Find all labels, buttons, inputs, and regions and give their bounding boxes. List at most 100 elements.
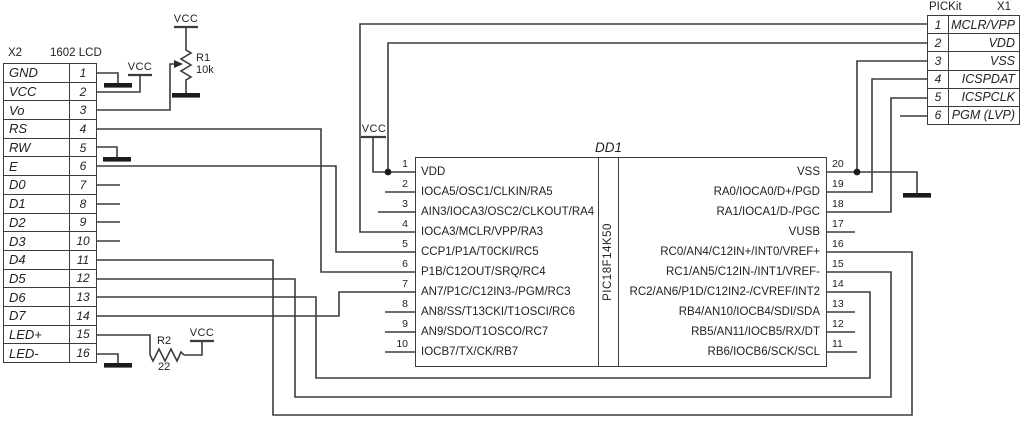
mcu-pin-number: 10	[396, 338, 408, 350]
lcd-pin-label: D2	[4, 213, 70, 232]
lcd-pin-label: GND	[4, 64, 70, 82]
mcu-pin-number: 6	[402, 258, 408, 270]
pickit-pin-number: 4	[928, 70, 949, 88]
lcd-pin-label: LED-	[4, 344, 70, 362]
lcd-pin-number: 6	[79, 159, 87, 174]
mcu	[415, 157, 827, 367]
wire-e-rc5	[97, 165, 415, 253]
mcu-pin-number: 14	[832, 278, 844, 290]
mcu-inner-line-right	[618, 157, 619, 367]
lcd-pin-number: 3	[79, 103, 87, 118]
wire-lcd-rw	[97, 146, 118, 157]
mcu-pin-label: AIN3/IOCA3/OSC2/CLKOUT/RA4	[421, 206, 595, 218]
ground-symbol-lcd-gnd	[104, 83, 132, 88]
wire-lcd-vcc	[97, 75, 141, 93]
mcu-pin-label: RC2/AN6/P1D/C12IN2-/CVREF/INT2	[629, 286, 820, 298]
wires	[97, 23, 927, 416]
pickit-title: PICKit	[929, 1, 962, 13]
mcu-pin-label: IOCB7/TX/CK/RB7	[421, 346, 519, 358]
pickit-pin-row: 4 ICSPDAT	[928, 70, 1019, 89]
r1-ref-label: R1	[196, 52, 211, 64]
mcu-pin-number: 15	[832, 258, 844, 270]
pickit-pin-label: ICSPDAT	[961, 72, 1015, 87]
vcc-label-r1: VCC	[173, 13, 199, 25]
mcu-pin-number: 16	[832, 238, 844, 250]
vcc-label-lcd: VCC	[127, 61, 153, 73]
lcd-pin-number: 1	[79, 65, 87, 80]
lcd-designator: X2	[8, 47, 23, 59]
lcd-pin-label: Vo	[4, 101, 70, 120]
lcd-pin-label: D6	[4, 288, 70, 306]
lcd-pin-label: D5	[4, 269, 70, 288]
mcu-pin-number: 1	[402, 158, 408, 170]
junction-dots	[384, 168, 861, 176]
wire-ledminus	[97, 353, 119, 363]
wire-vdd	[387, 42, 927, 173]
pickit-designator: X1	[997, 1, 1012, 13]
pickit-pin-label: ICSPCLK	[961, 90, 1016, 105]
mcu-designator: DD1	[595, 140, 623, 155]
wire-d6-rc2	[97, 291, 871, 379]
wire-ledplus	[97, 334, 151, 355]
ground-symbol-ledminus	[104, 363, 132, 368]
lcd-pin-label: LED+	[4, 325, 70, 344]
ground-symbol-vss	[903, 193, 931, 198]
mcu-pin-number: 5	[402, 238, 408, 250]
mcu-pin-label: P1B/C12OUT/SRQ/RC4	[421, 266, 546, 278]
mcu-pin-label: VUSB	[788, 226, 820, 238]
pickit-pin-number: 3	[928, 52, 949, 70]
wire-d4-rc0	[97, 251, 913, 416]
lcd-pin-number: 15	[76, 327, 90, 342]
ground-symbol-r1	[172, 93, 200, 98]
wire-lcd-gnd	[97, 72, 119, 83]
lcd-pin-number: 2	[79, 84, 87, 99]
lcd-pin-row: LED- 16	[4, 344, 96, 362]
mcu-pin-number: 3	[402, 198, 408, 210]
mcu-pin-label: RC0/AN4/C12IN+/INT0/VREF+	[660, 246, 820, 258]
mcu-pin-number: 12	[832, 318, 844, 330]
lcd-pin-number: 13	[76, 290, 90, 305]
mcu-pin-number: 7	[402, 278, 408, 290]
lcd-pin-number: 4	[79, 121, 87, 136]
lcd-pin-number: 7	[79, 177, 87, 192]
lcd-pin-row: D2 9	[4, 213, 96, 233]
lcd-pin-number: 16	[76, 346, 90, 361]
lcd-pin-number: 9	[79, 215, 87, 230]
lcd-pin-label: D7	[4, 306, 70, 325]
wire-r2-vcc	[184, 341, 203, 356]
mcu-pin-number: 18	[832, 198, 844, 210]
lcd-pin-row: Vo 3	[4, 101, 96, 121]
mcu-pin-label: RC1/AN5/C12IN-/INT1/VREF-	[665, 266, 820, 278]
mcu-pin-label: RA0/IOCA0/D+/PGD	[713, 186, 820, 198]
mcu-pin-number: 2	[402, 178, 408, 190]
mcu-pin-label: IOCA3/MCLR/VPP/RA3	[421, 226, 544, 238]
lcd-pin-label: D3	[4, 232, 70, 250]
mcu-pin-number: 20	[832, 158, 844, 170]
pickit-pin-number: 2	[928, 34, 949, 52]
wire-vss	[856, 60, 927, 172]
lcd-pin-label: E	[4, 157, 70, 176]
wire-mclr	[359, 23, 927, 233]
lcd-pin-number: 10	[76, 234, 90, 249]
pickit-pin-number: 1	[928, 16, 949, 34]
r1-resistor-symbol	[179, 27, 193, 93]
wire-vcc-mcu	[372, 137, 388, 173]
lcd-title: 1602 LCD	[50, 47, 102, 59]
mcu-pin-label: CCP1/P1A/T0CKI/RC5	[421, 246, 539, 258]
pickit-pin-label: PGM (LVP)	[951, 108, 1015, 123]
lcd-pin-number: 8	[79, 196, 87, 211]
wiper-arrow-icon	[174, 60, 183, 68]
